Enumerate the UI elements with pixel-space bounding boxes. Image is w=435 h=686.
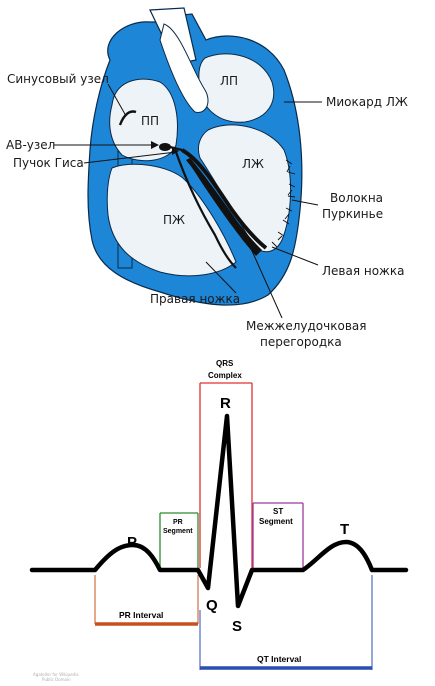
chamber-lv-label: ЛЖ bbox=[242, 157, 264, 171]
credit-line1: Agateller for Wikipedia bbox=[33, 672, 79, 677]
purkinje-fibers bbox=[271, 159, 296, 248]
leader-lines bbox=[54, 83, 322, 319]
left-ventricle bbox=[197, 124, 291, 253]
qrs-label-line1: QRS bbox=[216, 359, 234, 368]
pr-segment-bracket bbox=[159, 512, 199, 568]
chamber-la-label: ЛП bbox=[220, 74, 238, 88]
purkinje-label-line1: Волокна bbox=[330, 191, 383, 205]
s-wave-label: S bbox=[232, 618, 242, 635]
pulmonary-trunk bbox=[159, 23, 209, 113]
st-segment-label-line1: ST bbox=[273, 507, 283, 516]
pr-interval-bracket bbox=[94, 575, 199, 626]
r-wave-label: R bbox=[220, 395, 231, 412]
t-wave-label: T bbox=[340, 521, 349, 538]
chamber-ra-label: ПП bbox=[141, 114, 159, 128]
purkinje-label-line2: Пуркинье bbox=[322, 207, 383, 221]
ecg-diagram: QRS Complex PR Segment ST Segment P Q R … bbox=[29, 359, 409, 682]
credit-line2: Public Domain bbox=[42, 677, 71, 682]
right-ventricle bbox=[106, 163, 237, 277]
left-bundle-branch bbox=[180, 148, 268, 250]
sa-node-label: Синусовый узел bbox=[7, 72, 109, 86]
q-wave-label: Q bbox=[206, 597, 218, 614]
right-bundle-branch bbox=[174, 151, 237, 269]
septum-label-line1: Межжелудочковая bbox=[246, 319, 366, 333]
arrow-heads bbox=[151, 141, 179, 155]
av-node-icon bbox=[159, 143, 171, 151]
pr-segment-label-line1: PR bbox=[173, 519, 183, 526]
chamber-rv-label: ПЖ bbox=[163, 213, 185, 227]
qt-interval-bracket bbox=[199, 575, 373, 670]
st-segment-bracket bbox=[252, 502, 304, 568]
his-bundle-icon bbox=[169, 145, 183, 152]
heart-diagram: ПП ЛП ПЖ ЛЖ Синусовый узел АВ-узел Пучок… bbox=[6, 7, 408, 349]
av-node-label: АВ-узел bbox=[6, 138, 55, 152]
st-segment-label-line2: Segment bbox=[259, 517, 293, 526]
qrs-label-line2: Complex bbox=[208, 371, 242, 380]
qrs-bracket bbox=[199, 382, 253, 568]
right-bundle-label: Правая ножка bbox=[150, 292, 240, 306]
myocardium-label: Миокард ЛЖ bbox=[326, 95, 408, 109]
qt-interval-label: QT Interval bbox=[257, 654, 301, 664]
pr-segment-label-line2: Segment bbox=[163, 528, 193, 535]
septum-label-line2: перегородка bbox=[260, 335, 342, 349]
pr-interval-label: PR Interval bbox=[119, 610, 163, 620]
ecg-trace bbox=[29, 413, 409, 609]
septum-dark bbox=[186, 158, 262, 256]
his-bundle-label: Пучок Гиса bbox=[13, 156, 84, 170]
right-atrium bbox=[109, 78, 178, 162]
sa-node-icon bbox=[118, 110, 137, 126]
p-wave-label: P bbox=[127, 534, 137, 551]
left-bundle-label: Левая ножка bbox=[322, 264, 404, 278]
